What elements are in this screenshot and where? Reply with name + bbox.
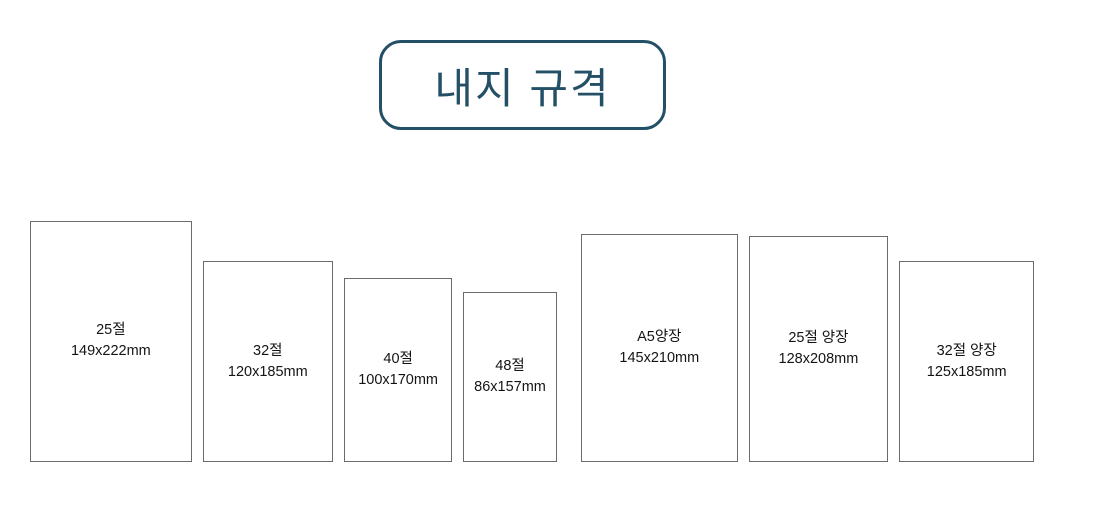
- paper-size-box: 32절 120x185mm: [202, 261, 333, 462]
- paper-size-name: 25절: [96, 322, 126, 339]
- paper-size-name: A5양장: [637, 328, 682, 345]
- paper-size-dimensions: 120x185mm: [227, 363, 308, 380]
- paper-size-box: 25절 149x222mm: [30, 221, 192, 462]
- paper-size-box: A5양장 145x210mm: [580, 234, 738, 462]
- paper-size-name: 40절: [383, 350, 413, 367]
- paper-size-name: 32절: [253, 342, 283, 359]
- paper-size-box: 25절 양장 128x208mm: [748, 236, 888, 462]
- paper-size-box: 32절 양장 125x185mm: [898, 261, 1035, 462]
- paper-size-name: 32절 양장: [936, 342, 997, 359]
- paper-size-dimensions: 149x222mm: [70, 343, 151, 360]
- paper-size-name: 48절: [495, 357, 525, 374]
- title-box: 내지 규격: [379, 40, 666, 130]
- paper-size-name: 25절 양장: [788, 330, 849, 347]
- paper-sizes-row: 25절 149x222mm 32절 120x185mm 40절 100x170mm 48절 8…: [30, 221, 1105, 462]
- paper-size-dimensions: 145x210mm: [619, 349, 700, 366]
- paper-size-dimensions: 100x170mm: [358, 371, 439, 388]
- page: 내지 규격 25절 149x222mm 32절 120x185mm 40절 100x170…: [0, 40, 1105, 517]
- paper-size-box: 48절 86x157mm: [463, 291, 557, 462]
- page-title: 내지 규격: [434, 64, 611, 112]
- paper-size-box: 40절 100x170mm: [343, 277, 453, 462]
- paper-size-dimensions: 86x157mm: [474, 378, 546, 395]
- paper-size-dimensions: 128x208mm: [778, 351, 859, 368]
- paper-size-dimensions: 125x185mm: [926, 363, 1007, 380]
